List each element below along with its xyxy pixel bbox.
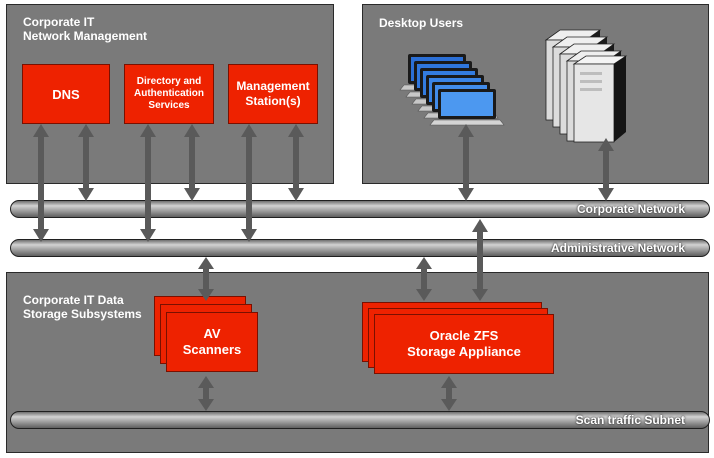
zfs-storage-box: Oracle ZFS Storage Appliance [374, 314, 554, 374]
network-management-title: Corporate IT Network Management [23, 15, 148, 43]
directory-to-corporate-arrow [184, 124, 200, 201]
zfs-to-admin-arrow [416, 257, 432, 301]
server-stack-icon [544, 29, 628, 143]
management-to-corporate-arrow [288, 124, 304, 201]
av-to-admin-arrow [198, 257, 214, 301]
scan-traffic-subnet-bus: Scan traffic Subnet [10, 411, 710, 429]
corporate-network-bus: Corporate Network [10, 200, 710, 218]
corporate-network-label: Corporate Network [576, 202, 685, 216]
scan-traffic-subnet-label: Scan traffic Subnet [575, 413, 685, 427]
zfs-to-corporate-arrow [472, 219, 488, 301]
dns-box: DNS [22, 64, 110, 124]
laptop-stack-icon [399, 54, 505, 126]
dns-label: DNS [52, 86, 80, 102]
management-box: Management Station(s) [228, 64, 318, 124]
servers-to-corporate-arrow [598, 138, 614, 201]
av-scanners-box: AV Scanners [166, 312, 258, 372]
management-to-admin-arrow [241, 124, 257, 242]
storage-subsystems-title: Corporate IT Data Storage Subsystems [23, 293, 142, 321]
laptops-to-corporate-arrow [458, 124, 474, 201]
av-to-scan-arrow [198, 376, 214, 411]
zfs-storage-label: Oracle ZFS Storage Appliance [407, 328, 521, 359]
zfs-to-scan-arrow [441, 376, 457, 411]
directory-label: Directory and Authentication Services [134, 76, 204, 111]
directory-to-admin-arrow [140, 124, 156, 242]
administrative-network-label: Administrative Network [550, 241, 685, 255]
dns-to-admin-arrow [33, 124, 49, 242]
dns-to-corporate-arrow [78, 124, 94, 201]
directory-box: Directory and Authentication Services [124, 64, 214, 124]
administrative-network-bus: Administrative Network [10, 239, 710, 257]
desktop-users-title: Desktop Users [379, 16, 464, 30]
av-scanners-label: AV Scanners [182, 326, 242, 357]
management-label: Management Station(s) [236, 79, 310, 108]
